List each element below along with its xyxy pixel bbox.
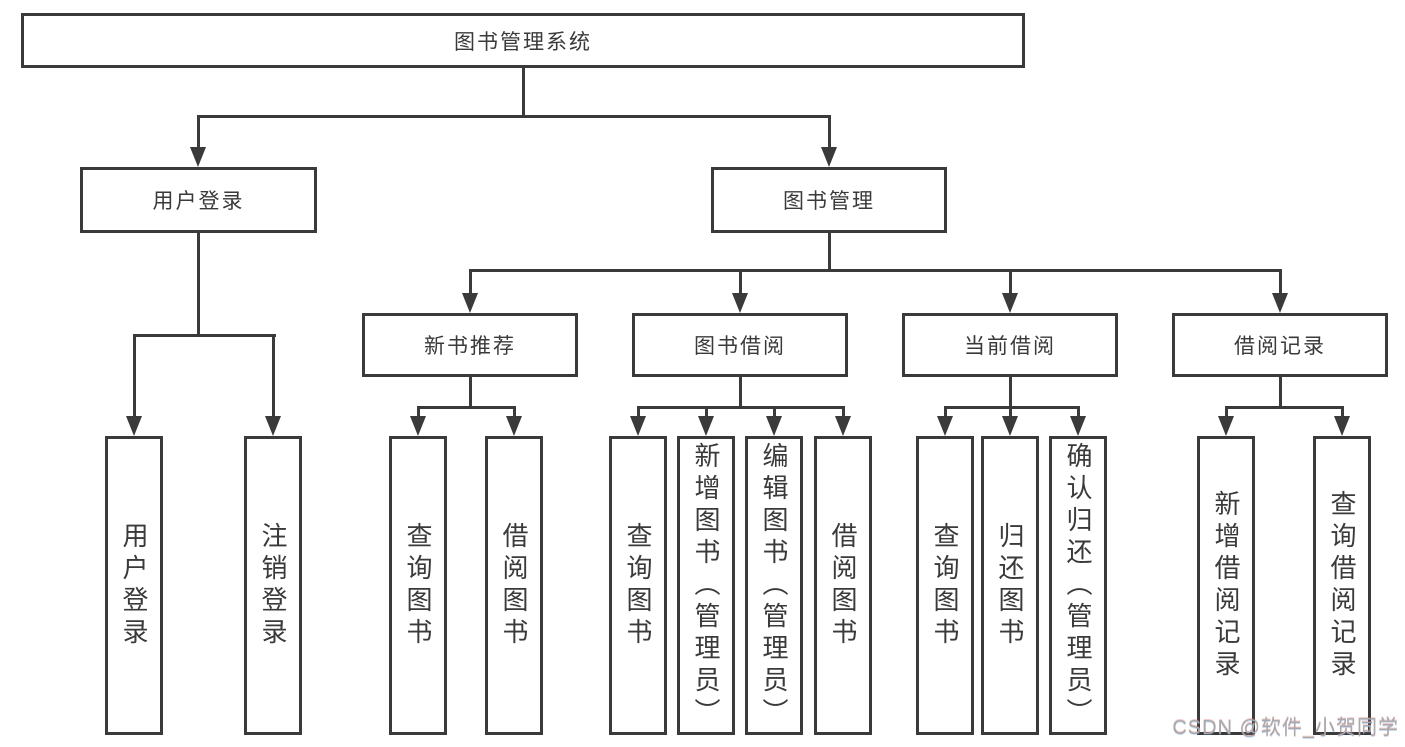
arrow-down-icon (732, 293, 748, 313)
connector-vline (512, 406, 516, 418)
leaf-user-login: 用户登录 (105, 436, 163, 735)
connector-vline (1278, 269, 1282, 293)
connector-vline (1224, 406, 1228, 418)
connector-hline (636, 406, 845, 409)
connector-hline (468, 269, 1282, 272)
connector-vline (468, 269, 472, 293)
connector-hline (416, 406, 516, 409)
arrow-down-icon (835, 416, 851, 436)
connector-vline (468, 377, 472, 408)
connector-vline (1008, 406, 1012, 418)
arrow-down-icon (1002, 416, 1018, 436)
connector-hline (196, 115, 831, 118)
leaf-query-books-2: 查询图书 (609, 436, 667, 735)
node-book-management: 图书管理 (711, 167, 947, 233)
node-book-borrowing: 图书借阅 (632, 313, 848, 377)
arrow-down-icon (766, 416, 782, 436)
connector-vline (1278, 377, 1282, 408)
leaf-add-book-admin: 新增图书（管理员） (677, 436, 735, 735)
arrow-down-icon (937, 416, 953, 436)
connector-vline (772, 406, 776, 418)
leaf-add-borrow-record: 新增借阅记录 (1197, 436, 1255, 735)
connector-vline (1340, 406, 1344, 418)
leaf-query-borrow-record: 查询借阅记录 (1313, 436, 1371, 735)
connector-vline (1076, 406, 1080, 418)
arrow-down-icon (190, 147, 206, 167)
connector-vline (636, 406, 640, 418)
connector-vline (827, 115, 831, 148)
node-user-login: 用户登录 (80, 167, 317, 233)
leaf-query-books-1: 查询图书 (389, 436, 447, 735)
arrow-down-icon (506, 416, 522, 436)
node-borrowing-records: 借阅记录 (1172, 313, 1388, 377)
arrow-down-icon (698, 416, 714, 436)
arrow-down-icon (1272, 293, 1288, 313)
arrow-down-icon (1002, 293, 1018, 313)
node-library-system: 图书管理系统 (21, 13, 1025, 68)
connector-vline (943, 406, 947, 418)
arrow-down-icon (1218, 416, 1234, 436)
node-current-borrowing: 当前借阅 (902, 313, 1118, 377)
connector-hline (1224, 406, 1344, 409)
arrow-down-icon (126, 416, 142, 436)
arrow-down-icon (630, 416, 646, 436)
connector-vline (196, 115, 200, 148)
arrow-down-icon (821, 147, 837, 167)
leaf-borrow-books-2: 借阅图书 (814, 436, 872, 735)
leaf-logout: 注销登录 (244, 436, 302, 735)
connector-vline (738, 377, 742, 408)
connector-vline (841, 406, 845, 418)
arrow-down-icon (1334, 416, 1350, 436)
connector-vline (1008, 377, 1012, 408)
connector-vline (271, 334, 275, 416)
arrow-down-icon (1070, 416, 1086, 436)
connector-vline (416, 406, 420, 418)
connector-vline (827, 233, 831, 272)
leaf-edit-book-admin: 编辑图书（管理员） (745, 436, 803, 735)
connector-hline (943, 406, 1080, 409)
connector-vline (1008, 269, 1012, 293)
leaf-query-books-3: 查询图书 (916, 436, 974, 735)
connector-vline (521, 68, 525, 118)
connector-vline (132, 334, 136, 416)
watermark: CSDN @软件_小贺同学 (1172, 717, 1399, 739)
leaf-borrow-books-1: 借阅图书 (485, 436, 543, 735)
arrow-down-icon (462, 293, 478, 313)
leaf-return-book: 归还图书 (981, 436, 1039, 735)
arrow-down-icon (265, 416, 281, 436)
node-new-book-recommend: 新书推荐 (362, 313, 578, 377)
connector-vline (196, 233, 200, 336)
connector-vline (704, 406, 708, 418)
leaf-confirm-return-admin: 确认归还（管理员） (1049, 436, 1107, 735)
arrow-down-icon (410, 416, 426, 436)
connector-vline (738, 269, 742, 293)
connector-hline (132, 334, 276, 337)
